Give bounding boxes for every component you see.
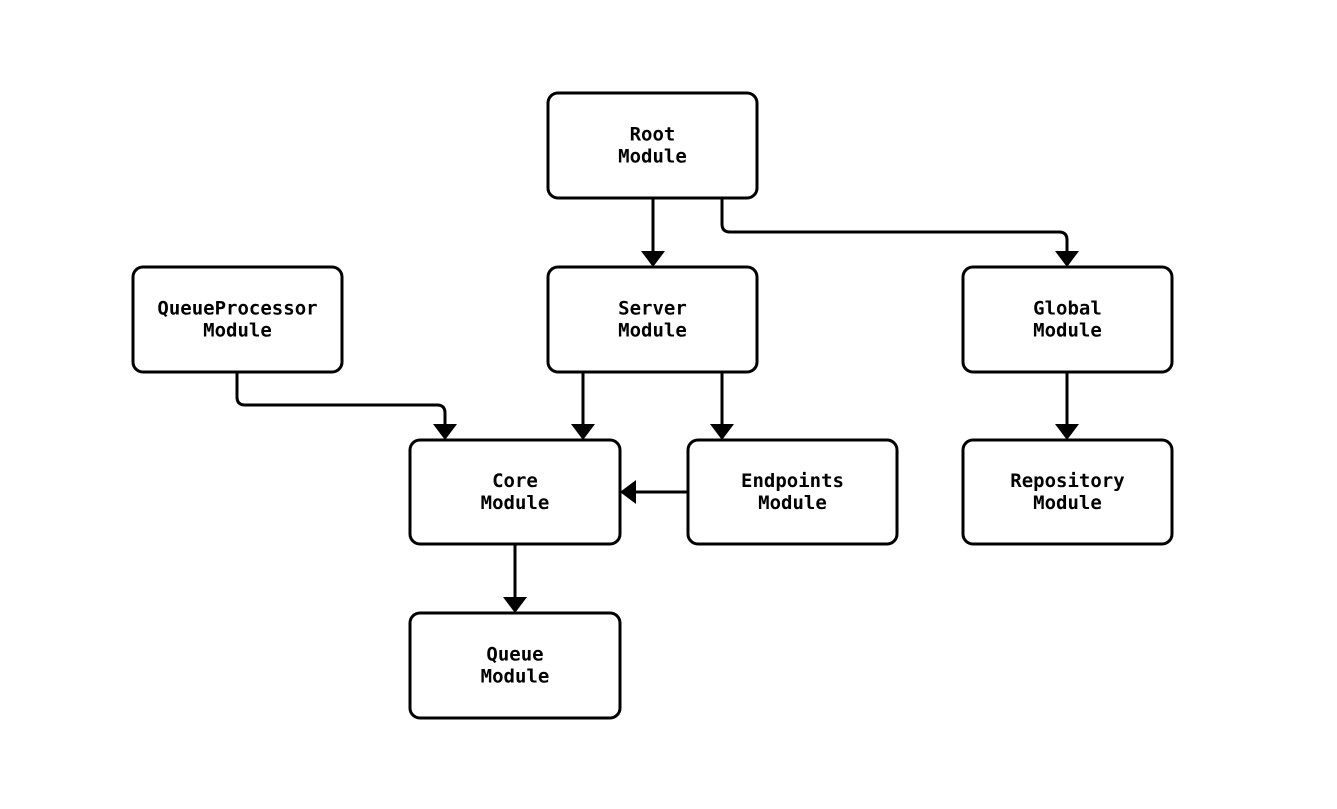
node-label-line: Queue [486,644,543,666]
edge-server-to-core [571,372,595,440]
node-box [131,265,344,374]
node-label-line: Module [203,320,272,342]
edge-root-to-server [641,198,665,267]
node-label-line: Module [618,146,687,168]
edge-endpoints-to-core [620,480,688,504]
edge-queue-processor-to-core [235,372,457,440]
node-box [961,265,1174,374]
node-label-line: Endpoints [741,470,844,492]
arrowhead-icon [641,251,665,267]
edge-line [235,372,447,426]
node-box [546,91,759,200]
node-label-line: Global [1033,298,1102,320]
node-label-line: Server [618,298,687,320]
arrowhead-icon [503,597,527,613]
node-label-line: Repository [1010,470,1124,492]
arrowhead-icon [571,424,595,440]
arrowhead-icon [1055,424,1079,440]
node-label-line: Core [492,470,538,492]
node-label-line: QueueProcessor [157,298,317,320]
node-label-line: Module [1033,492,1102,514]
node-box [408,438,622,546]
node-label-line: Module [1033,320,1102,342]
edge-global-to-repository [1055,372,1079,440]
edge-line [720,198,1069,253]
edges-layer [235,198,1079,613]
node-label-line: Module [481,666,550,688]
node-box [408,611,622,720]
nodes-layer: RootModuleQueueProcessorModuleServerModu… [131,91,1174,720]
node-label-line: Module [481,492,550,514]
arrowhead-icon [433,424,457,440]
edge-root-to-global [720,198,1079,267]
node-box [686,438,899,546]
edge-server-to-endpoints [710,372,734,440]
node-label-line: Module [618,320,687,342]
node-label-line: Root [630,124,676,146]
edge-core-to-queue [503,544,527,613]
arrowhead-icon [1055,251,1079,267]
arrowhead-icon [710,424,734,440]
node-box [961,438,1174,546]
arrowhead-icon [620,480,636,504]
node-label-line: Module [758,492,827,514]
node-box [546,265,759,374]
